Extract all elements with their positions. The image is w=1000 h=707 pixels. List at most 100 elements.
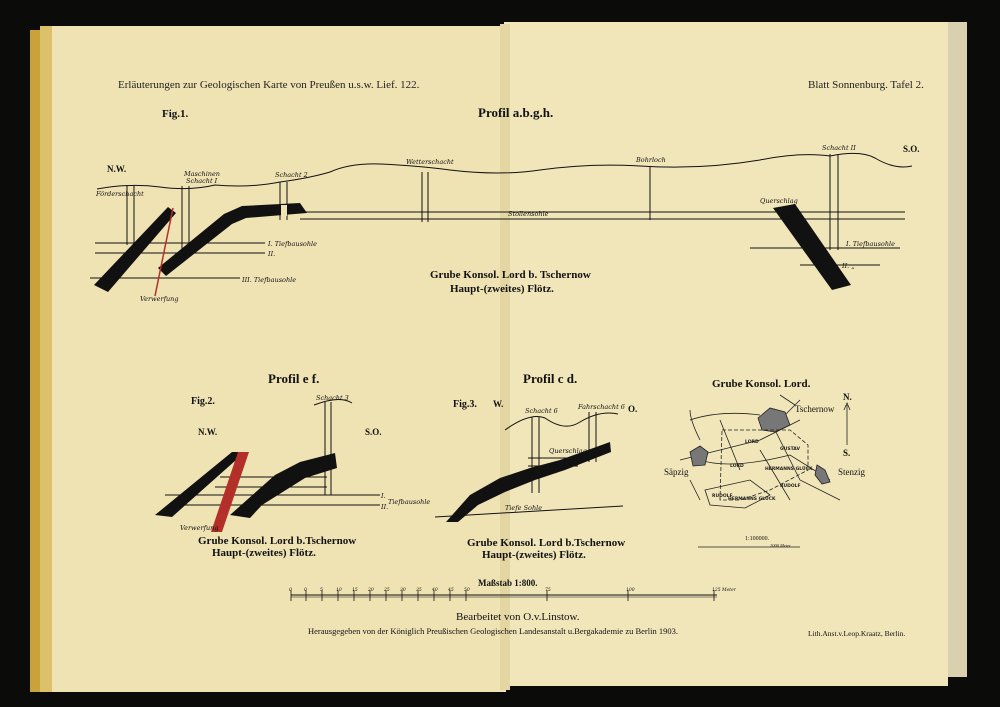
right-page	[504, 22, 948, 686]
fig3-title: Profil c d.	[523, 371, 577, 386]
label-level-i: I. Tiefbausohle	[267, 240, 317, 248]
label-schacht2: Schacht 2	[275, 171, 308, 179]
label-level-ii: II.	[267, 250, 275, 258]
label-bohrloch: Bohrloch	[635, 156, 666, 164]
fig1-profile: Fig.1. Profil a.b.g.h. N.W. S.O. Förders…	[90, 105, 920, 303]
coal-seam	[158, 203, 307, 276]
scale-tick-label: 40	[431, 587, 438, 593]
label-level-ii-right: II. „	[841, 262, 855, 270]
tiefe-sohle-line	[434, 505, 624, 518]
field-boundary	[719, 429, 809, 501]
fig3-caption-2: Haupt-(zweites) Flötz.	[482, 549, 586, 561]
header-left: Erläuterungen zur Geologischen Karte von…	[118, 79, 420, 91]
label-fahrschacht6: Fahrschacht 6	[577, 403, 625, 411]
field-label: LORD	[730, 463, 744, 469]
scale-tick-label: 75	[545, 587, 551, 593]
page-edges-right	[945, 22, 967, 677]
town-stenzig	[814, 464, 831, 485]
fig1-so: S.O.	[903, 144, 920, 154]
label-foerderschacht: Förderschacht	[95, 190, 144, 198]
scale-title: Maßstab 1:800.	[478, 578, 538, 588]
scale-tick-label: 30	[400, 587, 406, 593]
scale-tick-label: 45	[447, 587, 454, 593]
map-scale: 1:100000.	[745, 536, 770, 542]
field-label: HERMANNS GLÜCK	[765, 465, 813, 472]
gutter	[500, 24, 510, 690]
fig2-title: Profil e f.	[268, 371, 319, 386]
coal-seam	[94, 207, 176, 292]
scale-tick-label: 50	[464, 587, 470, 593]
field-label: GUSTAV	[780, 446, 800, 452]
fig2-label: Fig.2.	[191, 396, 215, 407]
label-stollensohle: Stollensohle	[508, 210, 549, 218]
surface-line	[96, 152, 913, 190]
map-scale-unit: 2000 Meter	[770, 543, 791, 548]
fig3-w: W.	[493, 399, 503, 409]
scale-tick-label: 10	[336, 587, 342, 593]
label-wetterschacht: Wetterschacht	[406, 158, 454, 166]
label-verwerfung: Verwerfung	[140, 295, 179, 303]
wetterschacht-shaft	[421, 172, 429, 222]
label-level-i-right: I. Tiefbausohle	[845, 240, 895, 248]
fig2-nw: N.W.	[198, 427, 217, 437]
left-page	[52, 26, 506, 692]
coal-seam	[155, 452, 245, 517]
label-tiefbausohle: Tiefbausohle	[388, 498, 430, 506]
label-level-ii: II.	[380, 503, 388, 511]
fault-zone	[211, 452, 249, 532]
footer-lithographer: Lith.Anst.v.Leop.Kraatz, Berlin.	[808, 629, 905, 638]
fig3-label: Fig.3.	[453, 399, 477, 410]
town-label-stenzig: Stenzig	[838, 467, 865, 477]
scale-tick-label: 125 Meter	[712, 587, 737, 593]
field-label: RUDOLF	[712, 493, 733, 499]
north-label: N.	[843, 392, 852, 402]
fig3-caption-1: Grube Konsol. Lord b.Tschernow	[467, 537, 625, 549]
label-querschlag: Querschlag	[549, 447, 587, 455]
label-schacht3: Schacht 3	[316, 394, 349, 402]
schacht-ii-shaft	[829, 154, 839, 250]
field-label: RUDOLF	[780, 483, 801, 489]
scale-tick-label: 0	[289, 587, 292, 593]
fig2-so: S.O.	[365, 427, 382, 437]
fig2-caption-1: Grube Konsol. Lord b.Tschernow	[198, 535, 356, 547]
label-maschinen: Maschinen	[183, 170, 220, 178]
label-verwerfung: Verwerfung	[180, 524, 219, 532]
label-schacht-ii: Schacht II	[822, 144, 856, 152]
coal-seam	[446, 442, 611, 522]
scale-tick-label: 5	[320, 587, 323, 593]
fig1-label: Fig.1.	[162, 108, 189, 120]
field-label: LORD	[745, 439, 759, 445]
fig1-caption-2: Haupt-(zweites) Flötz.	[450, 283, 554, 295]
fig2-caption-2: Haupt-(zweites) Flötz.	[212, 547, 316, 559]
coal-seam	[230, 453, 337, 518]
north-arrow-icon	[843, 401, 851, 445]
fault-line	[154, 207, 174, 297]
fig1-caption-1: Grube Konsol. Lord b. Tschernow	[430, 269, 591, 281]
scale-tick-label: 15	[352, 587, 358, 593]
schacht3-shaft	[324, 402, 332, 495]
south-label: S.	[843, 448, 850, 458]
scale-tick-label: 35	[416, 587, 422, 593]
town-label-saepzig: Säpzig	[664, 467, 689, 477]
scale-tick-label: 100	[626, 587, 635, 593]
label-schacht-i: Schacht I	[186, 177, 218, 185]
surface-line	[313, 399, 353, 406]
label-tiefe-sohle: Tiefe Sohle	[505, 504, 542, 512]
coal-seam-right	[773, 204, 851, 290]
label-querschlag: Querschlag	[760, 197, 798, 205]
header-right: Blatt Sonnenburg. Tafel 2.	[808, 79, 924, 91]
map-title: Grube Konsol. Lord.	[712, 378, 811, 390]
roads	[679, 394, 841, 501]
field-rudolf-hermanns	[704, 479, 771, 509]
gilt-edge	[30, 30, 42, 692]
label-schacht6: Schacht 6	[525, 407, 558, 415]
label-level-i: I.	[380, 492, 386, 500]
foerderschacht-shaft	[126, 186, 135, 245]
fig1-title: Profil a.b.g.h.	[478, 105, 553, 120]
surface-line	[504, 412, 619, 431]
fig2-profile: Profil e f. Fig.2. N.W. S.O. Schacht 3 I…	[155, 371, 430, 559]
scale-tick-label: 20	[367, 587, 374, 593]
page-edges-left	[40, 26, 52, 692]
